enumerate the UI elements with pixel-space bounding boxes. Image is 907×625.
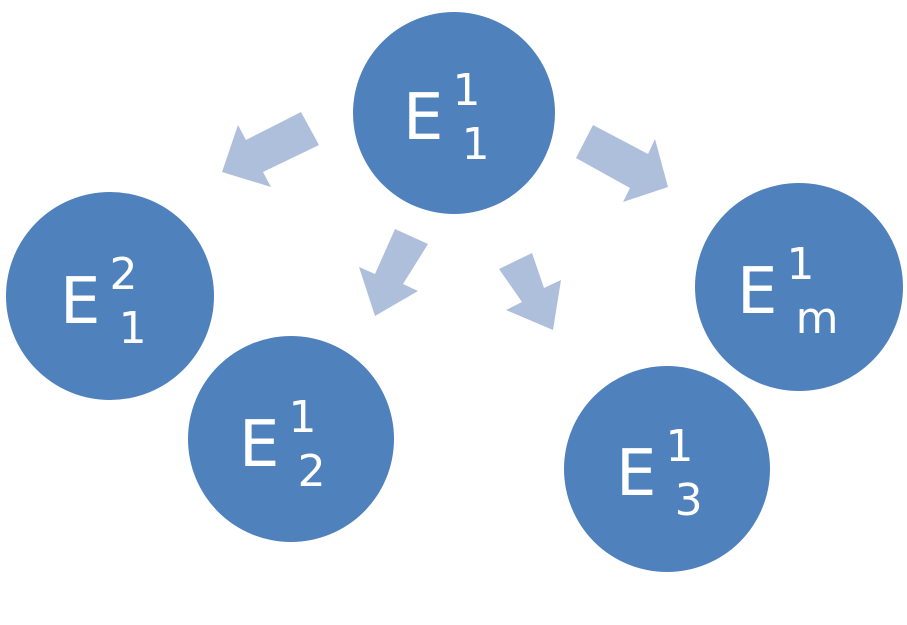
node-e21-base: E <box>60 265 100 339</box>
node-e13-sup: 1 <box>666 421 694 472</box>
node-root-sup: 1 <box>453 65 481 116</box>
node-root-circle <box>353 12 555 214</box>
node-e12-base: E <box>239 408 279 482</box>
node-e13-sub: 3 <box>675 475 703 526</box>
arrow-down-left-shape <box>359 229 428 316</box>
node-e1m-circle <box>695 183 903 391</box>
node-e13-label: E 1 3 <box>616 421 703 526</box>
node-e21-sub: 1 <box>119 303 147 354</box>
node-e1m-base: E <box>737 255 777 329</box>
arrow-to-e13 <box>499 253 561 330</box>
arrow-to-e21 <box>222 112 319 187</box>
node-e12-label: E 1 2 <box>239 392 326 497</box>
node-e13: E 1 3 <box>564 366 770 572</box>
arrow-right-shape <box>576 125 668 202</box>
node-e1m-label: E 1 m <box>737 239 839 344</box>
node-e12-sub: 2 <box>298 446 326 497</box>
node-root-label: E 1 1 <box>403 65 490 170</box>
node-e12: E 1 2 <box>188 336 394 542</box>
arrow-down-right-shape <box>499 253 561 330</box>
node-root-base: E <box>403 81 443 155</box>
arrow-to-e1m <box>576 125 668 202</box>
node-e21-sup: 2 <box>110 249 138 300</box>
node-e21-circle <box>6 192 214 400</box>
node-e1m: E 1 m <box>695 183 903 391</box>
node-e13-circle <box>564 366 770 572</box>
node-e21-label: E 2 1 <box>60 249 147 354</box>
node-root: E 1 1 <box>353 12 555 214</box>
node-e12-sup: 1 <box>289 392 317 443</box>
arrow-to-e12 <box>359 229 428 316</box>
node-root-sub: 1 <box>462 119 490 170</box>
node-e1m-sub: m <box>796 293 839 344</box>
arrow-left-shape <box>222 112 319 187</box>
node-e21: E 2 1 <box>6 192 214 400</box>
node-e12-circle <box>188 336 394 542</box>
node-e1m-sup: 1 <box>787 239 815 290</box>
node-e13-base: E <box>616 437 656 511</box>
